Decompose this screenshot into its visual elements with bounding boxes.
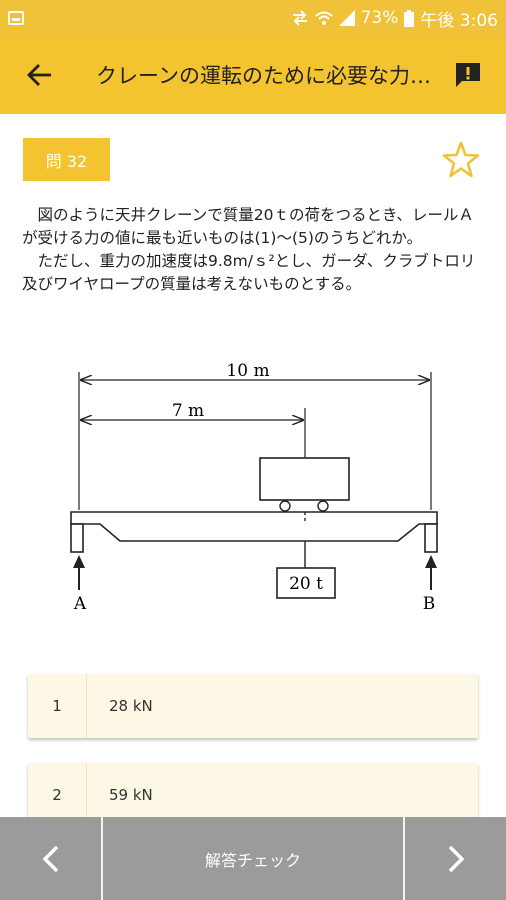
choice-number: 1: [52, 697, 62, 715]
choice-2[interactable]: 2 59 kN: [28, 763, 478, 827]
back-button[interactable]: [12, 47, 68, 103]
crane-diagram: 10 m 7 m 20 t A B: [70, 361, 438, 614]
choice-divider: [86, 763, 87, 827]
feedback-icon: [456, 63, 480, 87]
wifi-icon: [314, 11, 333, 25]
load-box: [276, 567, 336, 599]
chevron-right-icon: [448, 845, 464, 872]
choice-value: 59 kN: [109, 786, 153, 804]
girder: [70, 511, 438, 542]
app-bar-title: クレーンの運転のために必要な力…: [96, 64, 431, 88]
bottom-navigation: 解答チェック: [0, 817, 506, 900]
end-truck-b: [424, 523, 438, 553]
next-question-button[interactable]: [405, 817, 506, 900]
load-position-label: 7 m: [172, 401, 204, 421]
total-span-label: 10 m: [226, 361, 269, 381]
answer-check-button[interactable]: 解答チェック: [101, 817, 405, 900]
question-condition: ただし、重力の加速度は9.8m/ｓ²とし、ガーダ、クラブトロリ及びワイヤロープの…: [22, 252, 476, 293]
battery-percent: 73%: [360, 8, 399, 28]
choice-divider: [86, 674, 87, 738]
choice-1[interactable]: 1 28 kN: [28, 674, 478, 738]
gallery-icon: [8, 11, 24, 25]
data-transfer-icon: [292, 10, 307, 26]
app-bar: クレーンの運転のために必要な力…: [0, 36, 506, 114]
battery-icon: [404, 9, 415, 27]
crab-trolley: [259, 457, 350, 501]
question-text: 図のように天井クレーンで質量20ｔの荷をつるとき、レールＡが受ける力の値に最も近…: [22, 204, 484, 296]
support-b-label: B: [423, 594, 436, 614]
signal-icon: [338, 10, 355, 26]
choice-value: 28 kN: [109, 697, 153, 715]
support-a-label: A: [73, 594, 87, 614]
trolley-wheel: [279, 500, 291, 512]
star-icon: [442, 141, 480, 178]
trolley-wheel: [317, 500, 329, 512]
question-paragraph: 図のように天井クレーンで質量20ｔの荷をつるとき、レールＡが受ける力の値に最も近…: [22, 206, 474, 247]
chevron-left-icon: [42, 845, 58, 872]
status-bar: 73% 午後 3:06: [0, 0, 506, 36]
previous-question-button[interactable]: [0, 817, 101, 900]
feedback-button[interactable]: [442, 49, 494, 101]
back-arrow-icon: [27, 64, 51, 86]
favorite-button[interactable]: [441, 140, 481, 180]
status-time: 午後 3:06: [420, 10, 498, 31]
choice-number: 2: [52, 786, 62, 804]
load-label: 20 t: [289, 574, 323, 594]
end-truck-a: [70, 523, 84, 553]
question-number-badge: 問 32: [23, 138, 110, 181]
